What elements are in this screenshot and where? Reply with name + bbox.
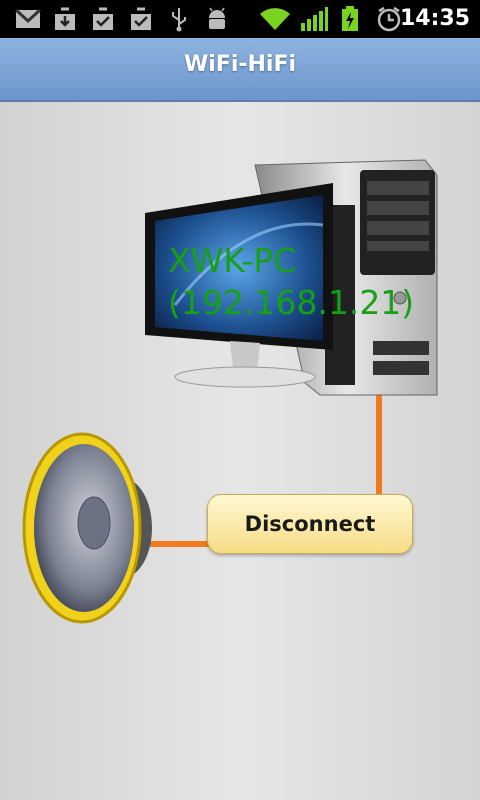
app-title-bar: WiFi-HiFi [0,38,480,102]
status-bar: 14:35 [0,0,480,38]
pc-name-label: XWK-PC (192.168.1.21) [168,240,414,324]
signal-icon [301,7,328,31]
speaker-wire [150,541,210,547]
status-time: 14:35 [399,6,470,31]
alarm-icon [377,6,401,32]
pc-hostname: XWK-PC [168,241,297,280]
pc-ip-address: (192.168.1.21) [168,283,415,322]
gmail-icon [14,8,42,28]
wifi-icon [260,8,290,30]
pc-wire [376,388,382,496]
checkbox-icon [131,7,151,30]
disconnect-button[interactable]: Disconnect [207,494,413,554]
usb-icon [172,8,186,32]
download-icon [55,7,75,30]
checkbox-icon [93,7,113,30]
app-title: WiFi-HiFi [183,52,297,77]
computer-icon [145,159,438,396]
speaker-icon [22,432,152,624]
android-debug-icon [209,7,225,29]
battery-charging-icon [342,6,358,31]
